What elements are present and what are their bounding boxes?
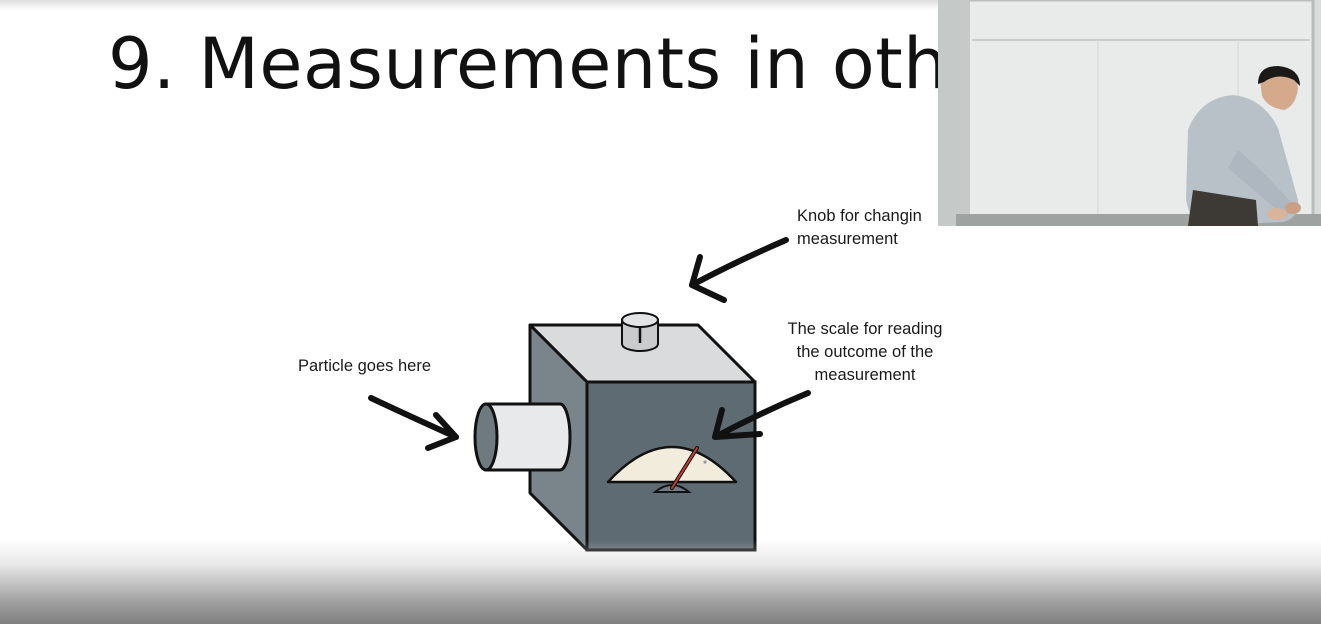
scale-label-line2: the outcome of the xyxy=(796,343,934,361)
particle-inlet-tube-icon xyxy=(473,402,572,472)
knob-label-line1: Knob for changin xyxy=(797,207,922,225)
scale-label-line3: measurement xyxy=(814,366,916,384)
bottom-gradient-bar xyxy=(0,540,1321,624)
knob-icon xyxy=(621,312,659,352)
presenter-figure xyxy=(1186,66,1301,226)
scale-label-line1: The scale for reading xyxy=(787,320,943,338)
presenter-webcam-overlay xyxy=(938,0,1321,226)
knob-label-line2: measurement xyxy=(797,230,898,248)
slide-title: 9. Measurements in othe xyxy=(108,23,992,105)
particle-label: Particle goes here xyxy=(298,357,431,375)
top-shadow xyxy=(0,0,1321,10)
scale-arrow-icon xyxy=(712,390,811,440)
knob-arrow-icon xyxy=(689,237,789,303)
scale-dial-icon xyxy=(606,445,738,493)
particle-arrow-icon xyxy=(368,395,459,451)
presenter-video-icon xyxy=(938,0,1321,226)
